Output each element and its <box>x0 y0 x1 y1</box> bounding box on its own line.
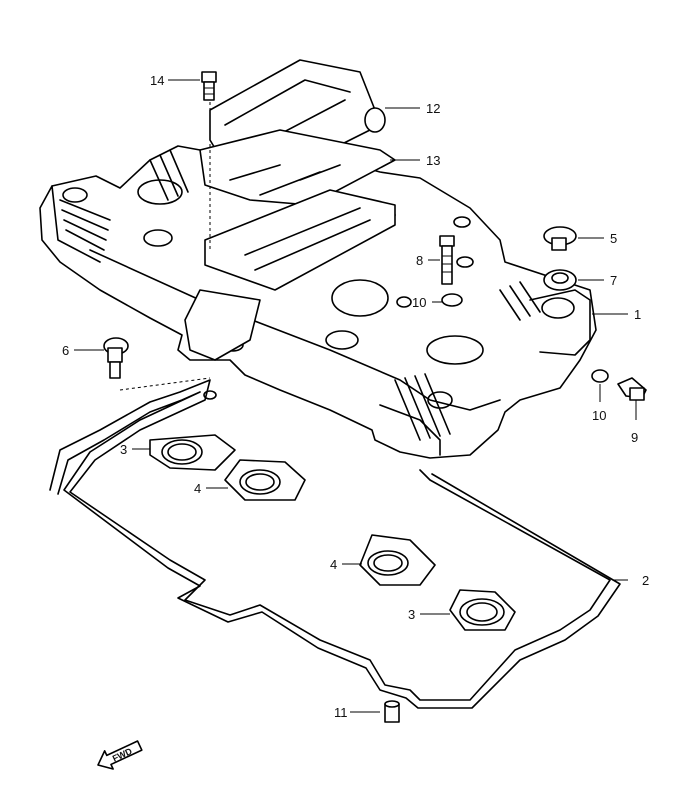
callout-6: 6 <box>62 343 69 358</box>
callout-14: 14 <box>150 73 164 88</box>
washer-10-upper <box>441 293 463 307</box>
callout-labels: 14 12 13 5 8 7 10 1 6 10 9 3 4 4 2 3 11 <box>62 73 649 720</box>
callout-3-upper: 3 <box>120 442 127 457</box>
callout-8: 8 <box>416 253 423 268</box>
washer-10-lower <box>591 369 609 383</box>
head-cover-gasket <box>49 379 621 709</box>
bolt-5 <box>543 226 577 251</box>
callout-4-lower: 4 <box>330 557 337 572</box>
plug-hole-seal-3-lower <box>449 589 516 631</box>
callout-13: 13 <box>426 153 440 168</box>
bolt-8 <box>439 235 455 285</box>
callout-10-lower: 10 <box>592 408 606 423</box>
grommet-7 <box>543 269 577 291</box>
callout-7: 7 <box>610 273 617 288</box>
callout-2: 2 <box>642 573 649 588</box>
cylinder-head-cover <box>39 145 597 459</box>
callout-12: 12 <box>426 101 440 116</box>
callout-9: 9 <box>631 430 638 445</box>
leader-lines <box>74 79 637 713</box>
fwd-arrow: FWD <box>97 740 143 770</box>
bolt-6 <box>103 337 211 391</box>
dowel-pin-11 <box>384 700 400 723</box>
plug-hole-seal-4-upper <box>224 459 306 501</box>
plug-hole-seal-4-lower <box>359 534 436 586</box>
bolt-14 <box>201 71 217 250</box>
breather-plate <box>184 129 396 361</box>
callout-10-upper: 10 <box>412 295 426 310</box>
bolt-9 <box>617 377 647 401</box>
callout-4-upper: 4 <box>194 481 201 496</box>
callout-11: 11 <box>334 705 348 720</box>
callout-1: 1 <box>634 307 641 322</box>
callout-3-lower: 3 <box>408 607 415 622</box>
callout-5: 5 <box>610 231 617 246</box>
plug-hole-seal-3-upper <box>149 434 236 471</box>
